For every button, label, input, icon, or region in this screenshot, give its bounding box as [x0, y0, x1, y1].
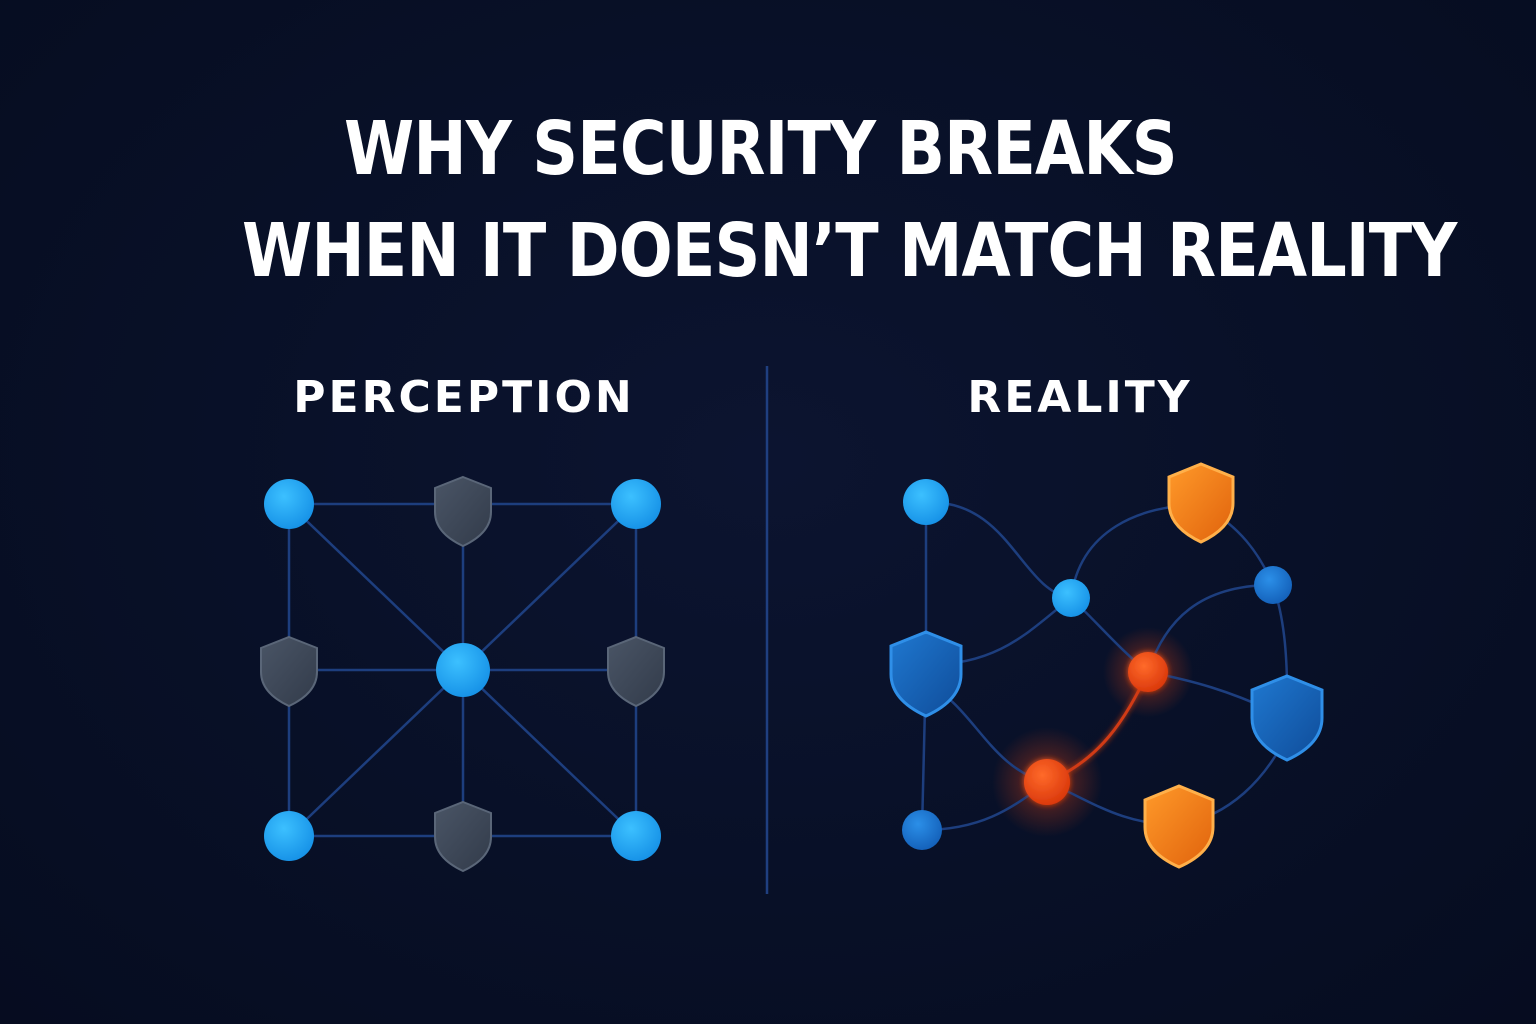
- shield-icon: [607, 635, 665, 708]
- node-circle: [1052, 579, 1090, 617]
- shield-icon: [434, 800, 492, 873]
- alert-node: [1024, 759, 1070, 805]
- node-circle: [902, 810, 942, 850]
- reality-label: REALITY: [967, 372, 1193, 423]
- alert-node: [1128, 652, 1168, 692]
- reality-nodes: [902, 479, 1292, 850]
- shield-icon: [434, 475, 492, 548]
- perception-label: PERCEPTION: [293, 372, 635, 423]
- node-circle: [611, 811, 661, 861]
- shield-icon: [1167, 462, 1235, 544]
- perception-nodes: [264, 479, 661, 861]
- shield-icon: [260, 635, 318, 708]
- perception-shields: [260, 475, 665, 873]
- page-title-line-1: WHY SECURITY BREAKS: [344, 106, 1178, 192]
- shield-icon: [1250, 674, 1324, 762]
- perception-network: [260, 475, 665, 873]
- shield-icon: [889, 630, 963, 718]
- node-circle: [611, 479, 661, 529]
- node-circle: [264, 479, 314, 529]
- reality-shields: [889, 462, 1324, 869]
- node-circle: [436, 643, 490, 697]
- shield-icon: [1143, 784, 1215, 869]
- reality-network: [889, 462, 1324, 869]
- page-title-line-2: WHEN IT DOESN’T MATCH REALITY: [242, 208, 1457, 294]
- node-circle: [264, 811, 314, 861]
- node-circle: [1254, 566, 1292, 604]
- node-circle: [903, 479, 949, 525]
- edge: [925, 500, 1072, 600]
